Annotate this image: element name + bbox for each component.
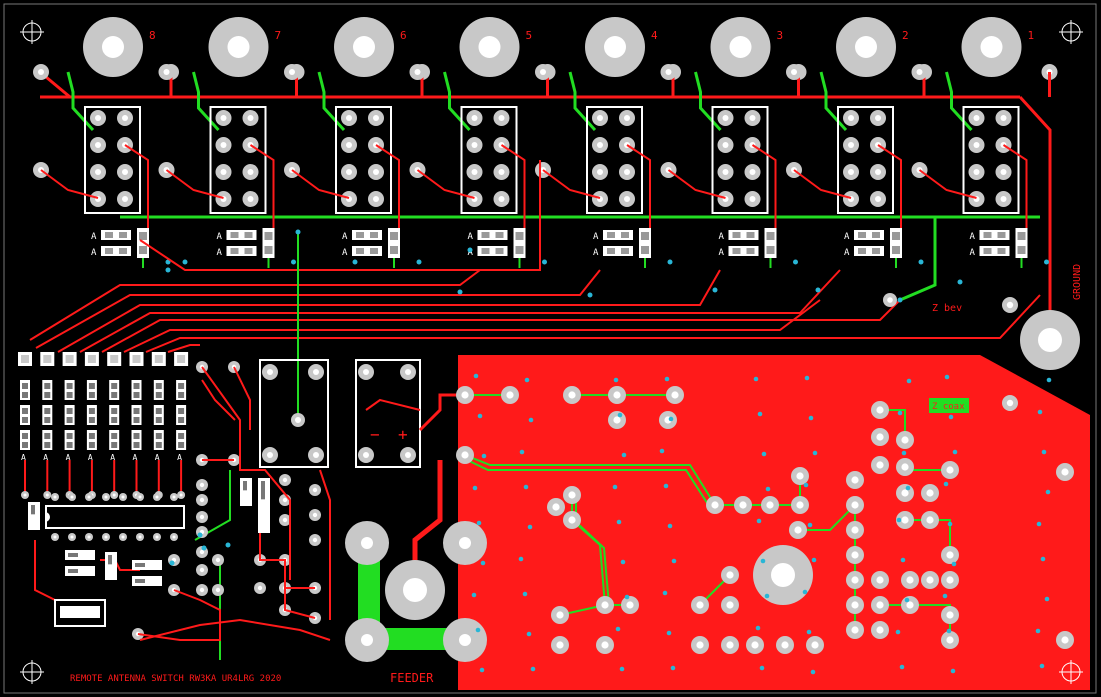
- connector-label: 1: [1028, 29, 1035, 42]
- antenna-connector-1: [961, 17, 1022, 77]
- indicator-chain-8: A: [174, 352, 189, 499]
- anode-mark: A: [43, 453, 48, 462]
- anode-mark: A: [342, 232, 348, 242]
- indicator-chain-6: A: [129, 352, 144, 499]
- credit-label: REMOTE ANTENNA SWITCH RW3KA UR4LRG 2020: [70, 674, 281, 684]
- anode-mark: A: [88, 453, 93, 462]
- connector-label: 3: [777, 29, 784, 42]
- smd-driver-parts: [28, 478, 270, 586]
- anode-mark: A: [970, 248, 976, 258]
- relay-block-1: AA: [911, 17, 1058, 268]
- smd-parts: AA: [593, 228, 651, 258]
- minus-sign: −: [370, 425, 380, 444]
- indicator-chain-5: A: [107, 352, 122, 499]
- relay-block-5: AA: [409, 17, 556, 268]
- relay-block-3: AA: [660, 17, 807, 268]
- indicator-chain-2: A: [40, 352, 55, 499]
- anode-mark: A: [110, 453, 115, 462]
- anode-mark: A: [66, 453, 71, 462]
- z-coax-box: [929, 398, 969, 413]
- smd-parts: AA: [468, 228, 526, 258]
- connector-label: 5: [526, 29, 533, 42]
- anode-mark: A: [468, 248, 474, 258]
- via: [793, 259, 798, 265]
- feeder-connector: [345, 460, 487, 662]
- rf-section: [28, 229, 1080, 675]
- z-coax-label: Z coax: [932, 402, 965, 412]
- anode-mark: A: [844, 248, 850, 258]
- indicator-chain-1: A: [18, 352, 32, 499]
- fanout-traces: [29, 160, 1041, 353]
- anode-mark: A: [593, 232, 599, 242]
- z-bev-label: Z bev: [932, 303, 962, 314]
- relay-block-7: AA: [158, 17, 305, 268]
- smd-parts: AA: [91, 228, 149, 258]
- connector-label: 2: [902, 29, 909, 42]
- ic-chip: [45, 493, 185, 541]
- smd-parts: AA: [719, 228, 777, 258]
- anode-mark: A: [468, 232, 474, 242]
- via: [416, 259, 422, 265]
- indicator-chain-7: A: [151, 352, 166, 499]
- via: [918, 259, 924, 265]
- via: [291, 259, 296, 265]
- anode-mark: A: [21, 453, 26, 462]
- connector-label: 4: [651, 29, 658, 42]
- connector-label: 8: [149, 29, 156, 42]
- antenna-connector-7: [208, 17, 269, 77]
- anode-mark: A: [593, 248, 599, 258]
- antenna-connector-2: [836, 17, 896, 77]
- anode-mark: A: [970, 232, 976, 242]
- smd-parts: AA: [217, 228, 275, 258]
- ground-pour: [458, 355, 1090, 690]
- anode-mark: A: [177, 453, 182, 462]
- connector-label: 7: [275, 29, 282, 42]
- anode-mark: A: [91, 248, 97, 258]
- anode-mark: A: [217, 248, 223, 258]
- antenna-connector-8: [83, 17, 143, 77]
- via: [667, 259, 673, 265]
- via: [1044, 259, 1049, 265]
- fuse-holder: [54, 599, 106, 627]
- anode-mark: A: [133, 453, 138, 462]
- via: [542, 259, 547, 265]
- ground-label: GROUND: [1072, 264, 1083, 300]
- connector-label: 6: [400, 29, 407, 42]
- anode-mark: A: [342, 248, 348, 258]
- antenna-connector-6: [334, 17, 394, 77]
- smd-parts: AA: [970, 228, 1028, 258]
- ground-vias: [165, 229, 1052, 675]
- antenna-connector-4: [585, 17, 645, 77]
- indicator-chain-4: A: [84, 352, 99, 499]
- relay-block-6: AA: [284, 17, 430, 268]
- antenna-connector-3: [710, 17, 771, 77]
- antenna-connector-5: [459, 17, 520, 77]
- anode-mark: A: [719, 232, 725, 242]
- control-traces: [34, 366, 331, 641]
- anode-mark: A: [91, 232, 97, 242]
- board-outline: [3, 3, 1097, 694]
- power-relays: − +: [259, 359, 465, 468]
- anode-mark: A: [155, 453, 160, 462]
- anode-mark: A: [719, 248, 725, 258]
- plus-sign: +: [398, 425, 408, 444]
- mounting-holes: [20, 20, 1083, 684]
- smd-parts: AA: [844, 228, 902, 258]
- relay-block-2: AA: [786, 17, 932, 268]
- anode-mark: A: [217, 232, 223, 242]
- anode-mark: A: [844, 232, 850, 242]
- feeder-label: FEEDER: [390, 671, 434, 685]
- smd-parts: AA: [342, 228, 400, 258]
- via: [165, 259, 171, 265]
